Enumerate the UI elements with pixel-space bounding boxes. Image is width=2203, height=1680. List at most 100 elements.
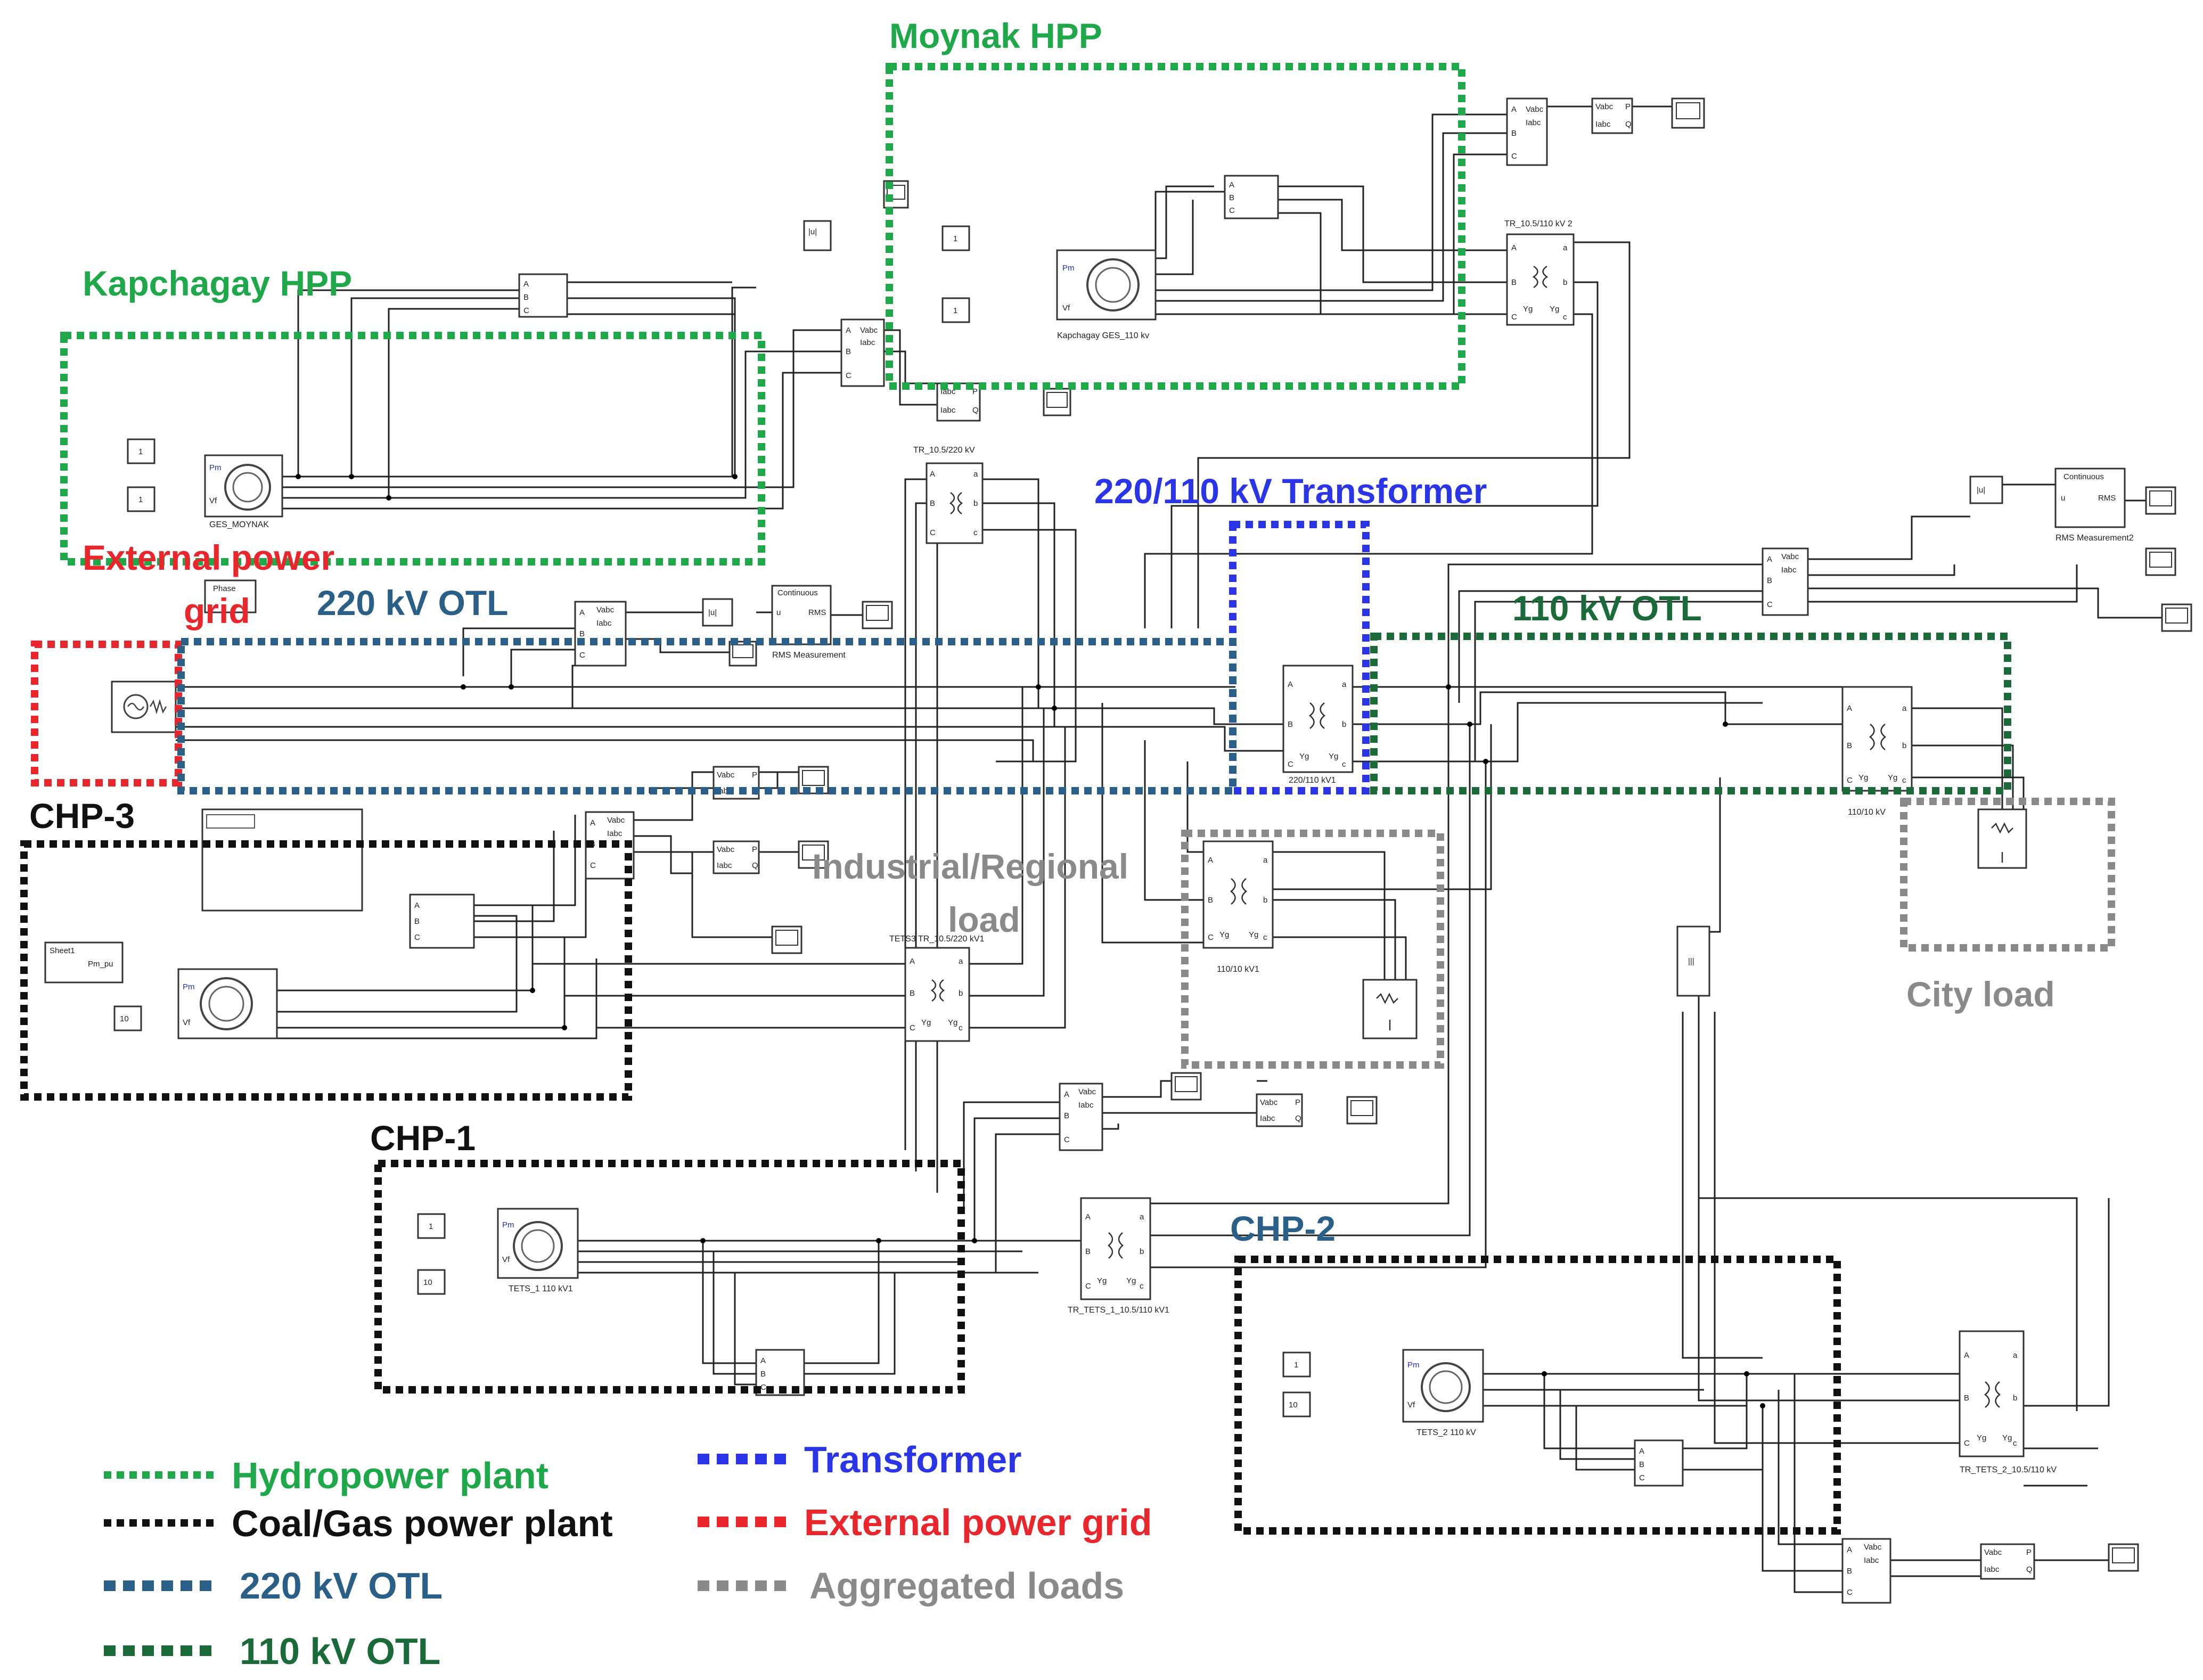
group-labels: Moynak HPP Kapchagay HPP 220/110 kV Tran… xyxy=(29,16,2055,1248)
svg-text:c: c xyxy=(959,1023,963,1032)
svg-text:Vf: Vf xyxy=(183,1018,191,1027)
svg-text:Iabc: Iabc xyxy=(1864,1556,1879,1565)
svg-text:B: B xyxy=(1064,1111,1069,1120)
industrial-load-block[interactable] xyxy=(1362,979,1418,1039)
vi-measurement-110[interactable]: A B C Vabc Iabc xyxy=(1762,547,1809,616)
vi-measurement-chp1[interactable]: A B C Vabc Iabc xyxy=(1059,1083,1103,1151)
transformer-tets3[interactable]: TETS3 TR_10.5/220 kV1 A B C a b c Yg Yg xyxy=(889,935,985,1042)
svg-text:Yg: Yg xyxy=(1888,773,1897,782)
const-block-kapchagay-pm[interactable]: 1 xyxy=(941,225,970,251)
svg-text:Yg: Yg xyxy=(1097,1276,1107,1285)
external-grid-source[interactable] xyxy=(111,681,177,733)
vi-measurement-top-right[interactable]: A B C Vabc Iabc xyxy=(1506,97,1548,166)
const-block-chp2-vf[interactable]: 10 xyxy=(1282,1391,1311,1417)
label-moynak-hpp: Moynak HPP xyxy=(889,16,1102,55)
svg-text:1: 1 xyxy=(1294,1361,1298,1370)
svg-text:|u|: |u| xyxy=(1977,486,1985,495)
scope-110-b[interactable] xyxy=(2145,547,2176,576)
label-industrial-2: load xyxy=(948,900,1020,939)
chp1-generator-block[interactable]: Pm Vf TETS_1 110 kV1 xyxy=(497,1208,579,1293)
scope-rms-220[interactable] xyxy=(862,601,893,629)
scope-moynak-pq[interactable] xyxy=(1043,388,1071,416)
const-block-chp3-vf[interactable]: 10 xyxy=(113,1005,142,1031)
svg-text:u: u xyxy=(2061,494,2065,503)
kapchagay-generator-block[interactable]: Pm Vf Kapchagay GES_110 kv xyxy=(1056,249,1157,340)
svg-text:Yg: Yg xyxy=(1299,752,1309,761)
chp2-generator-block[interactable]: Pm Vf TETS_2 110 kV xyxy=(1402,1349,1484,1437)
svg-text:c: c xyxy=(1140,1282,1144,1291)
transformer-110-10-industrial[interactable]: 110/10 kV1 A B C a b c Yg Yg xyxy=(1202,840,1274,974)
vi-measurement-moynak[interactable]: A B C Vabc Iabc xyxy=(840,318,885,387)
svg-text:P: P xyxy=(752,845,757,854)
legend-item-otl110: 110 kV OTL xyxy=(104,1630,440,1672)
phase-block[interactable]: Phase xyxy=(204,579,257,613)
scope-rms-110[interactable] xyxy=(2145,486,2176,515)
svg-text:C: C xyxy=(523,306,529,315)
pq-block-chp3-b[interactable]: Vabc Iabc P Q xyxy=(713,840,760,874)
svg-text:Iabc: Iabc xyxy=(717,861,732,870)
const-block-chp1-pm[interactable]: 1 xyxy=(417,1213,446,1239)
chp3-generator-block[interactable]: Pm Vf xyxy=(177,968,278,1039)
transformer-tr-10-5-110-2[interactable]: TR_10.5/110 kV 2 A B C a b c Yg Yg xyxy=(1504,219,1575,326)
svg-text:a: a xyxy=(1902,704,1907,713)
rms-measurement-220[interactable]: Continuous u RMS RMS Measurement xyxy=(771,585,846,660)
box-otl-220 xyxy=(177,638,1236,794)
scope-chp3-c[interactable] xyxy=(771,925,802,954)
svg-text:B: B xyxy=(1511,278,1517,287)
pq-block-chp1[interactable]: Vabc Iabc P Q xyxy=(1256,1093,1303,1127)
scope-chp1-b[interactable] xyxy=(1346,1096,1378,1125)
svg-text:Pm: Pm xyxy=(1062,264,1075,273)
pq-block-chp2[interactable]: Vabc Iabc P Q xyxy=(1980,1543,2035,1580)
city-load-block[interactable] xyxy=(1977,808,2027,869)
transformer-tr-tets2[interactable]: TR_TETS_2_10.5/110 kV A B C a b c Yg Yg xyxy=(1959,1330,2057,1474)
legend: Hydropower plant Coal/Gas power plant 22… xyxy=(104,1439,1152,1672)
svg-text:Continuous: Continuous xyxy=(777,588,818,597)
svg-text:P: P xyxy=(1625,102,1631,111)
svg-text:Phase: Phase xyxy=(213,584,236,593)
abs-block-110[interactable]: |u| xyxy=(1969,476,2003,504)
scope-110-c[interactable] xyxy=(2161,603,2192,632)
chp3-display-block[interactable] xyxy=(201,808,363,912)
rms-measurement-110[interactable]: Continuous u RMS RMS Measurement2 xyxy=(2054,468,2134,543)
scope-chp3-b[interactable] xyxy=(798,840,829,869)
load-block-chp3[interactable]: A B C xyxy=(409,894,475,949)
transformer-220-110[interactable]: 220/110 kV1 A B C a b c Yg Yg xyxy=(1282,665,1354,785)
scope-chp3-a[interactable] xyxy=(798,766,829,794)
const-block-moynak-vf[interactable]: 1 xyxy=(127,486,155,512)
scope-vi-220[interactable] xyxy=(728,641,757,667)
vi-measurement-220[interactable]: A B C Vabc Iabc xyxy=(574,601,627,667)
svg-text:b: b xyxy=(1342,720,1346,729)
svg-text:c: c xyxy=(1563,313,1567,322)
vi-measurement-chp2[interactable]: A B C Vabc Iabc xyxy=(1841,1538,1891,1604)
scope-chp1-a[interactable] xyxy=(1170,1072,1202,1101)
const-block-moynak-pm[interactable]: 1 xyxy=(127,438,155,464)
box-otl-110 xyxy=(1370,633,2011,794)
const-block-chp2-pm[interactable]: 1 xyxy=(1282,1351,1311,1378)
svg-text:Yg: Yg xyxy=(1219,930,1229,939)
label-external-grid-2: grid xyxy=(184,591,250,630)
const-block-kapchagay-vf[interactable]: 1 xyxy=(941,297,970,323)
svg-text:P: P xyxy=(1295,1098,1300,1107)
load-block-kapchagay[interactable]: A B C xyxy=(1224,175,1279,219)
scope-top-right[interactable] xyxy=(1671,97,1705,129)
sheet1-signal-block[interactable]: Sheet1 Pm_pu xyxy=(44,941,124,984)
svg-text:Yg: Yg xyxy=(1329,752,1338,761)
transformer-tr-10-5-220[interactable]: TR_10.5/220 kV A B C a b c xyxy=(913,446,984,544)
abs-block-220[interactable]: |u| xyxy=(702,598,733,627)
load-block-chp2[interactable]: A B C xyxy=(1634,1439,1684,1487)
abs-block-moynak[interactable]: |u| xyxy=(803,220,832,251)
svg-text:RMS Measurement2: RMS Measurement2 xyxy=(2055,534,2134,543)
label-city-load: City load xyxy=(1906,974,2055,1014)
load-block-moynak[interactable]: A B C xyxy=(518,273,568,318)
const-block-chp1-vf[interactable]: 10 xyxy=(417,1269,446,1295)
svg-text:1: 1 xyxy=(953,306,957,315)
svg-text:Yg: Yg xyxy=(1977,1433,1986,1443)
line-section-110[interactable]: ||| xyxy=(1676,925,1710,997)
moynak-generator-block[interactable]: Pm Vf GES_MOYNAK xyxy=(204,454,283,529)
scope-chp2[interactable] xyxy=(2108,1543,2139,1572)
svg-text:1: 1 xyxy=(953,234,957,243)
transformer-110-10-city[interactable]: 110/10 kV A B C a b c Yg Yg xyxy=(1841,686,1913,817)
svg-text:Q: Q xyxy=(752,861,758,870)
pq-block-top-right[interactable]: Vabc Iabc P Q xyxy=(1591,97,1633,134)
transformer-tr-tets1[interactable]: TR_TETS_1_10.5/110 kV1 A B C a b c Yg Yg xyxy=(1068,1197,1169,1315)
